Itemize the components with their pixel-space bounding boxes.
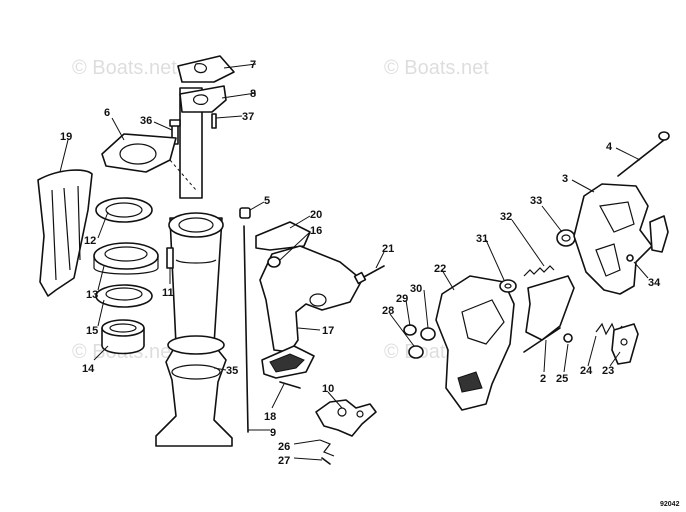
stud-11 [166, 247, 174, 269]
washer-31 [499, 279, 517, 293]
callout-35: 35 [226, 365, 238, 377]
callout-20: 20 [310, 209, 322, 221]
exhaust-housing-top-flange [168, 212, 224, 238]
stern-bracket-3 [573, 183, 653, 295]
shift-rod-9 [239, 207, 251, 433]
callout-23: 23 [602, 365, 614, 377]
drawing-number: 92042 [660, 501, 680, 508]
callout-labels: 7 8 6 36 37 19 4 3 5 20 16 33 32 31 12 2… [60, 59, 661, 467]
watermark-top-left: © Boats.net [72, 57, 177, 79]
tilt-lever-10 [315, 399, 377, 437]
mount-ring-13 [93, 242, 159, 275]
grommet-5 [239, 207, 251, 219]
callout-33: 33 [530, 195, 542, 207]
washer-28 [408, 345, 424, 359]
callout-17: 17 [322, 325, 334, 337]
washer-30 [420, 327, 436, 341]
spring-32 [523, 265, 555, 277]
exhaust-seal-19 [37, 169, 93, 297]
nut-34 [626, 254, 634, 262]
callout-14: 14 [82, 363, 95, 375]
nut-29 [403, 324, 417, 336]
callout-26: 26 [278, 441, 290, 453]
callout-12: 12 [84, 235, 96, 247]
callout-36: 36 [140, 115, 152, 127]
bushing-14 [101, 319, 145, 355]
swivel-bracket [259, 245, 363, 353]
bushing-33 [556, 229, 576, 247]
pin-27 [321, 457, 331, 465]
stern-bracket-clamp [649, 215, 669, 253]
callout-31: 31 [476, 233, 488, 245]
callout-4: 4 [606, 141, 613, 153]
bolt-37 [211, 113, 217, 129]
callout-13: 13 [86, 289, 98, 301]
callout-22: 22 [434, 263, 446, 275]
callout-16: 16 [310, 225, 322, 237]
clamp-bracket-22-assembly [403, 275, 515, 411]
callout-5: 5 [264, 195, 270, 207]
exhaust-tube-upper [179, 87, 203, 199]
callout-18: 18 [264, 411, 276, 423]
callout-32: 32 [500, 211, 512, 223]
exhaust-tube-assembly [155, 55, 235, 447]
watermark-top-right: © Boats.net [384, 57, 489, 79]
bolt-21 [353, 265, 385, 285]
callout-15: 15 [86, 325, 98, 337]
callout-25: 25 [556, 373, 568, 385]
adapter-gasket [179, 85, 227, 113]
bolt-18 [279, 381, 301, 389]
swivel-bracket-assembly [255, 221, 363, 389]
callout-3: 3 [562, 173, 568, 185]
mount-ring-15 [95, 284, 153, 308]
bushing-25 [563, 333, 573, 343]
callout-19: 19 [60, 131, 72, 143]
callout-8: 8 [250, 88, 256, 100]
seal-ring-12 [95, 197, 153, 223]
callout-9: 9 [270, 427, 276, 439]
callout-29: 29 [396, 293, 408, 305]
callout-21: 21 [382, 243, 394, 255]
leader-lines [59, 63, 649, 461]
bushing-16 [267, 256, 281, 268]
callout-34: 34 [648, 277, 661, 289]
callout-27: 27 [278, 455, 290, 467]
through-bolt-4 [617, 139, 665, 177]
callout-2: 2 [540, 373, 546, 385]
spring-clip-26 [319, 439, 335, 457]
tilt-lock-lever-2 [523, 275, 575, 353]
callout-28: 28 [382, 305, 394, 317]
callout-30: 30 [410, 283, 422, 295]
clamp-bracket-22 [435, 275, 515, 411]
bracket-20 [255, 221, 311, 251]
callout-24: 24 [580, 365, 593, 377]
exhaust-housing-collar [167, 335, 225, 355]
lower-gasket [101, 133, 197, 191]
callout-6: 6 [104, 107, 110, 119]
stern-bracket-3-assembly [573, 131, 670, 295]
callout-37: 37 [242, 111, 254, 123]
callout-11: 11 [162, 287, 174, 299]
callout-10: 10 [322, 383, 334, 395]
callout-7: 7 [250, 59, 256, 71]
